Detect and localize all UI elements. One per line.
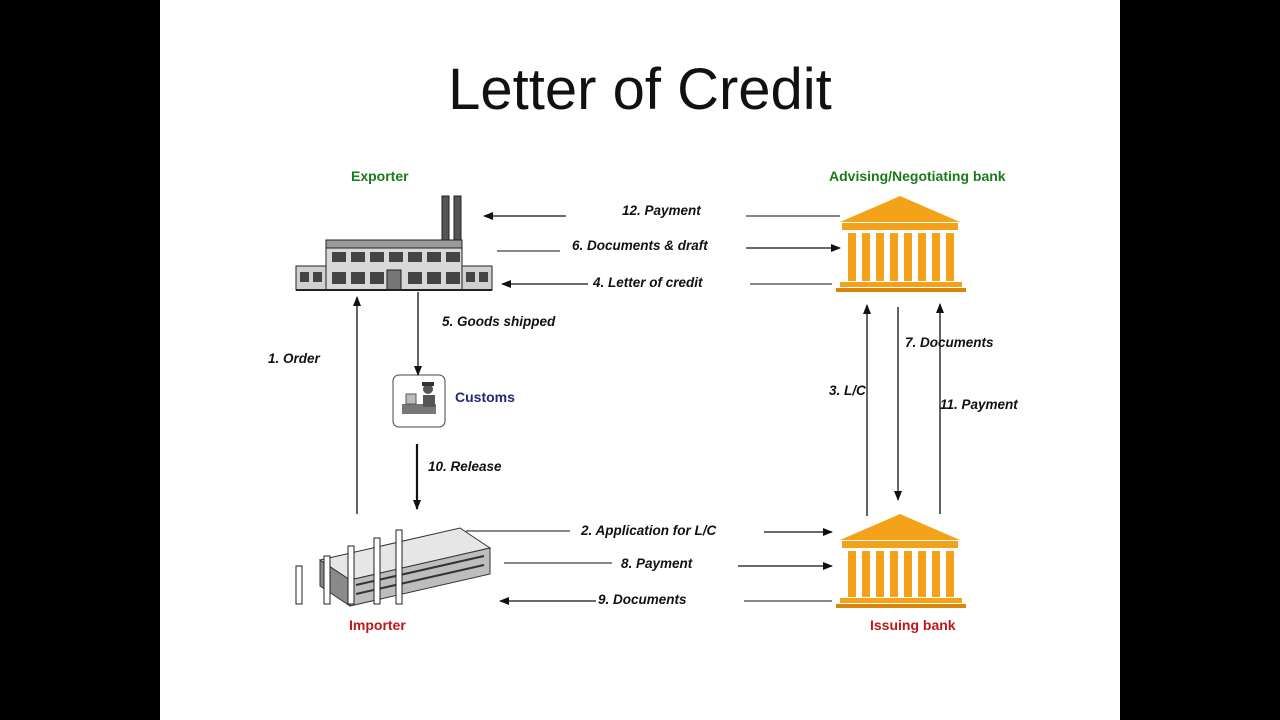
office-building-icon — [295, 527, 492, 607]
issuing-bank-label: Issuing bank — [870, 617, 956, 633]
advising-bank-label: Advising/Negotiating bank — [829, 168, 1006, 184]
flow-label-8-payment: 8. Payment — [621, 556, 693, 571]
flow-label-11-payment: 11. Payment — [940, 397, 1018, 412]
factory-icon — [295, 195, 493, 291]
flow-label-9-documents: 9. Documents — [598, 592, 687, 607]
flow-label-5-goods-shipped: 5. Goods shipped — [442, 314, 556, 329]
flow-label-12-payment: 12. Payment — [622, 203, 701, 218]
flow-label-1-order: 1. Order — [268, 351, 320, 366]
flow-label-4-letter-of-credit: 4. Letter of credit — [593, 275, 703, 290]
customs-label: Customs — [455, 389, 515, 405]
bank-building-icon — [836, 514, 966, 608]
page-title: Letter of Credit — [448, 57, 832, 122]
flow-label-6-documents-draft: 6. Documents & draft — [572, 238, 708, 253]
flow-label-7-documents: 7. Documents — [905, 335, 994, 350]
importer-label: Importer — [349, 617, 406, 633]
flow-label-10-release: 10. Release — [428, 459, 502, 474]
slide: Letter of Credit Exporter Advising/Negot… — [160, 0, 1120, 720]
exporter-label: Exporter — [351, 168, 409, 184]
flow-label-2-application: 2. Application for L/C — [581, 523, 717, 538]
flow-diagram — [295, 195, 966, 608]
flow-label-3-lc: 3. L/C — [829, 383, 866, 398]
bank-building-icon — [836, 196, 966, 292]
customs-officer-icon — [392, 374, 446, 428]
